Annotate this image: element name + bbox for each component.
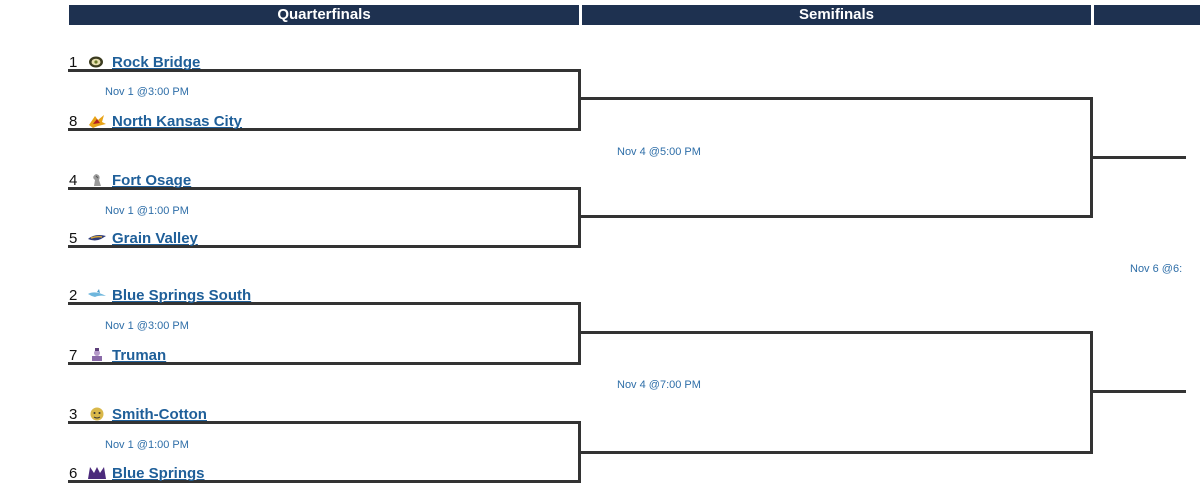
sf2-top-line	[578, 331, 1093, 334]
qf3-bottom-line	[68, 362, 581, 365]
team-seed: 8	[69, 113, 78, 130]
header-semifinals: Semifinals	[582, 5, 1091, 25]
grain-valley-logo-icon	[88, 235, 106, 241]
team-seed: 4	[69, 172, 78, 189]
team-link-grain-valley[interactable]: Grain Valley	[112, 230, 198, 247]
team-seed: 1	[69, 54, 78, 71]
truman-logo-icon	[92, 348, 102, 361]
qf3-top-line	[68, 302, 581, 305]
qf4-top-line	[68, 421, 581, 424]
team-link-smith-cotton[interactable]: Smith-Cotton	[112, 406, 207, 423]
team-link-north-kansas-city[interactable]: North Kansas City	[112, 113, 243, 130]
north-kansas-city-logo-icon	[89, 115, 106, 128]
team-link-truman[interactable]: Truman	[112, 347, 167, 364]
team-seed: 7	[69, 347, 78, 364]
team-seed: 2	[69, 287, 78, 304]
team-link-fort-osage[interactable]: Fort Osage	[112, 172, 192, 189]
game-time: Nov 1 @3:00 PM	[105, 320, 189, 332]
qf2-top-line	[68, 187, 581, 190]
team-link-blue-springs[interactable]: Blue Springs	[112, 465, 205, 482]
game-time: Nov 6 @6:	[1130, 263, 1183, 275]
blue-springs-logo-icon	[88, 467, 106, 479]
team-link-blue-springs-south[interactable]: Blue Springs South	[112, 287, 252, 304]
qf2-bottom-line	[68, 245, 581, 248]
qf1-bottom-line	[68, 128, 581, 131]
final-bottom-line	[1090, 390, 1186, 393]
header-final	[1094, 5, 1200, 25]
game-time: Nov 4 @5:00 PM	[617, 146, 701, 158]
team-seed: 6	[69, 465, 78, 482]
team-seed: 3	[69, 406, 78, 423]
game-time: Nov 1 @1:00 PM	[105, 439, 189, 451]
team-seed: 5	[69, 230, 78, 247]
qf1-connector	[578, 69, 581, 131]
smith-cotton-logo-icon	[90, 407, 104, 421]
sf2-bottom-line	[578, 451, 1093, 454]
sf1-top-line	[578, 97, 1093, 100]
header-quarterfinals: Quarterfinals	[69, 5, 579, 25]
game-time: Nov 4 @7:00 PM	[617, 379, 701, 391]
team-link-rock-bridge[interactable]: Rock Bridge	[112, 54, 201, 71]
sf1-bottom-line	[578, 215, 1093, 218]
blue-springs-south-logo-icon	[88, 289, 106, 297]
qf4-bottom-line	[68, 480, 581, 483]
fort-osage-logo-icon	[93, 174, 101, 186]
game-time: Nov 1 @1:00 PM	[105, 205, 189, 217]
rock-bridge-logo-icon	[89, 56, 103, 68]
game-time: Nov 1 @3:00 PM	[105, 86, 189, 98]
final-top-line	[1090, 156, 1186, 159]
qf1-top-line	[68, 69, 581, 72]
